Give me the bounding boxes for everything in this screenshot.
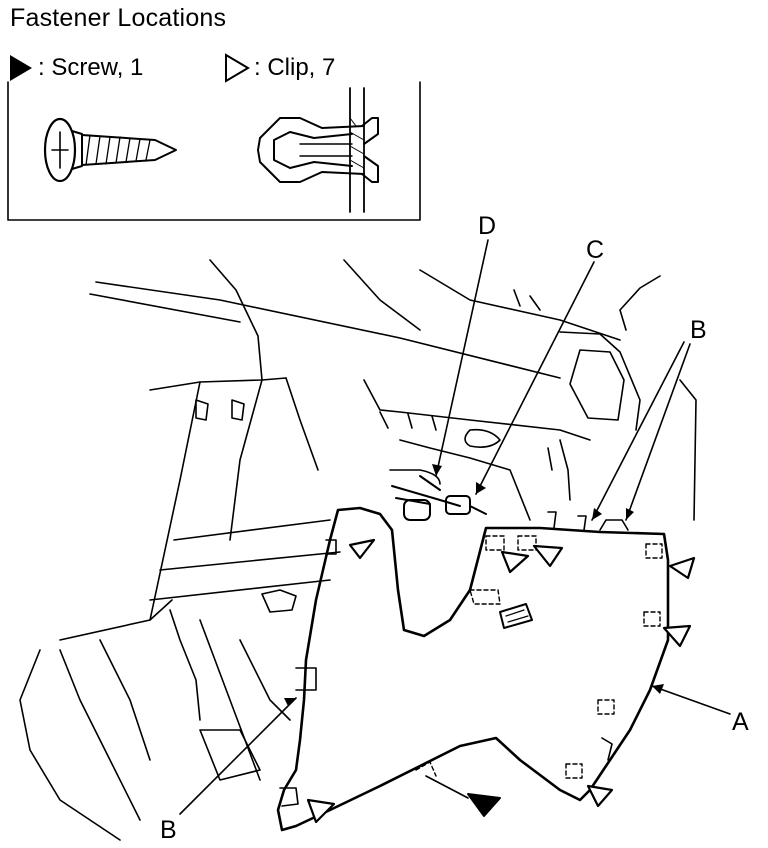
clip-marker-7 [306, 798, 336, 824]
connectors [391, 475, 487, 521]
clip-marker-1 [348, 538, 376, 560]
legend-clip-label: : Clip, 7 [254, 54, 336, 81]
leader-lines [179, 239, 731, 815]
clip-marker-3 [532, 544, 564, 568]
clip-markers [306, 538, 696, 824]
panel-a [276, 506, 670, 832]
clip-marker-4 [668, 556, 696, 580]
legend-screw-label: : Screw, 1 [38, 54, 144, 81]
callout-a: A [732, 708, 749, 736]
screw-illustration [43, 117, 177, 183]
clip-marker-5 [662, 624, 692, 648]
clip-marker-2 [500, 550, 530, 574]
callout-d: D [478, 212, 497, 240]
inset-frame [7, 81, 421, 221]
page-title: Fastener Locations [10, 4, 227, 32]
callout-c: C [586, 236, 605, 264]
clip-hidden-positions [415, 535, 663, 779]
clip-illustration [257, 87, 379, 213]
callout-b-lower: B [160, 816, 177, 844]
hollow-triangle-icon [225, 53, 250, 83]
legend-clip: : Clip, 7 [224, 53, 335, 83]
clip-marker-6 [586, 784, 614, 808]
solid-triangle-icon [10, 55, 32, 81]
interior-background [19, 259, 697, 841]
arrowheads [284, 464, 664, 706]
screw-marker [467, 793, 501, 817]
screw-boss [499, 603, 533, 629]
callout-b-upper: B [690, 316, 707, 344]
legend-screw: : Screw, 1 [8, 53, 143, 83]
